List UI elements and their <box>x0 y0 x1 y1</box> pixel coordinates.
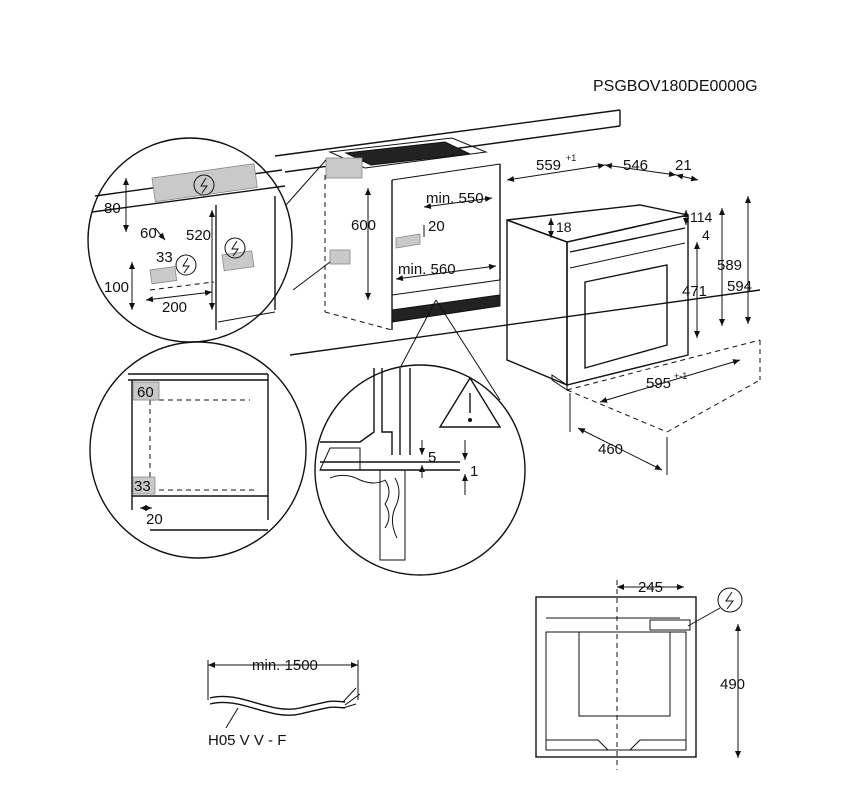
cable-length: min. 1500 <box>252 657 318 674</box>
cabinet-dimensions: 600 min. 550 20 min. 560 <box>351 188 497 300</box>
dim-60-b: 60 <box>137 384 154 401</box>
electric-symbol-icon <box>224 237 246 259</box>
cable-drawing: min. 1500 H05 V V - F <box>207 657 361 749</box>
back-view: 245 490 <box>535 579 745 770</box>
detail-side: 60 33 20 <box>89 341 307 559</box>
dim-33-a: 33 <box>156 249 173 266</box>
dim-80: 80 <box>104 200 121 217</box>
clearance-33 <box>132 476 156 495</box>
dim-471: 471 <box>682 283 707 300</box>
dim-114: 114 <box>690 209 713 225</box>
model-code: PSGBOV180DE0000G <box>593 78 758 95</box>
dim-18: 18 <box>556 219 572 235</box>
cabinet-drawing <box>274 109 761 356</box>
detail-connection: 80 60 520 33 100 200 <box>87 137 331 343</box>
dim-245: 245 <box>638 579 663 596</box>
dim-60-a: 60 <box>140 225 157 242</box>
floor-projection <box>566 339 761 475</box>
oven-drawing <box>506 204 689 391</box>
dim-min550: min. 550 <box>426 190 484 207</box>
dim-589: 589 <box>717 257 742 274</box>
dim-33-b: 33 <box>134 478 151 495</box>
dim-5: 5 <box>428 449 436 466</box>
dim-20-b: 20 <box>146 511 163 528</box>
electric-symbol-icon <box>717 587 743 613</box>
dim-200: 200 <box>162 299 187 316</box>
dim-20-shelf: 20 <box>428 218 445 235</box>
dim-4: 4 <box>702 227 710 243</box>
wood-panel <box>379 469 406 561</box>
ventilation-plinth <box>391 294 501 323</box>
dim-min560: min. 560 <box>398 261 456 278</box>
dim-520: 520 <box>186 227 211 244</box>
dim-595: 595 <box>646 375 671 392</box>
dim-595-tol: +-1 <box>674 371 687 381</box>
dim-1: 1 <box>470 463 478 480</box>
dim-559: 559 <box>536 157 561 174</box>
dim-546: 546 <box>623 157 648 174</box>
oven-window <box>584 264 668 369</box>
dim-21: 21 <box>675 157 692 174</box>
dim-594: 594 <box>727 278 752 295</box>
warning-icon <box>438 376 502 428</box>
cable-type: H05 V V - F <box>208 732 286 749</box>
dim-559-tol: +1 <box>566 153 576 163</box>
oven-dimensions: 559 +1 546 21 18 114 4 471 589 594 595 +… <box>506 153 752 471</box>
dim-460: 460 <box>598 441 623 458</box>
socket-zone <box>325 157 363 179</box>
electric-symbol-icon <box>193 174 215 196</box>
detail-gap: 5 1 <box>314 299 526 576</box>
dim-490: 490 <box>720 676 745 693</box>
clearance-60 <box>132 381 160 401</box>
electric-symbol-icon <box>175 254 197 276</box>
dim-600: 600 <box>351 217 376 234</box>
dim-100: 100 <box>104 279 129 296</box>
